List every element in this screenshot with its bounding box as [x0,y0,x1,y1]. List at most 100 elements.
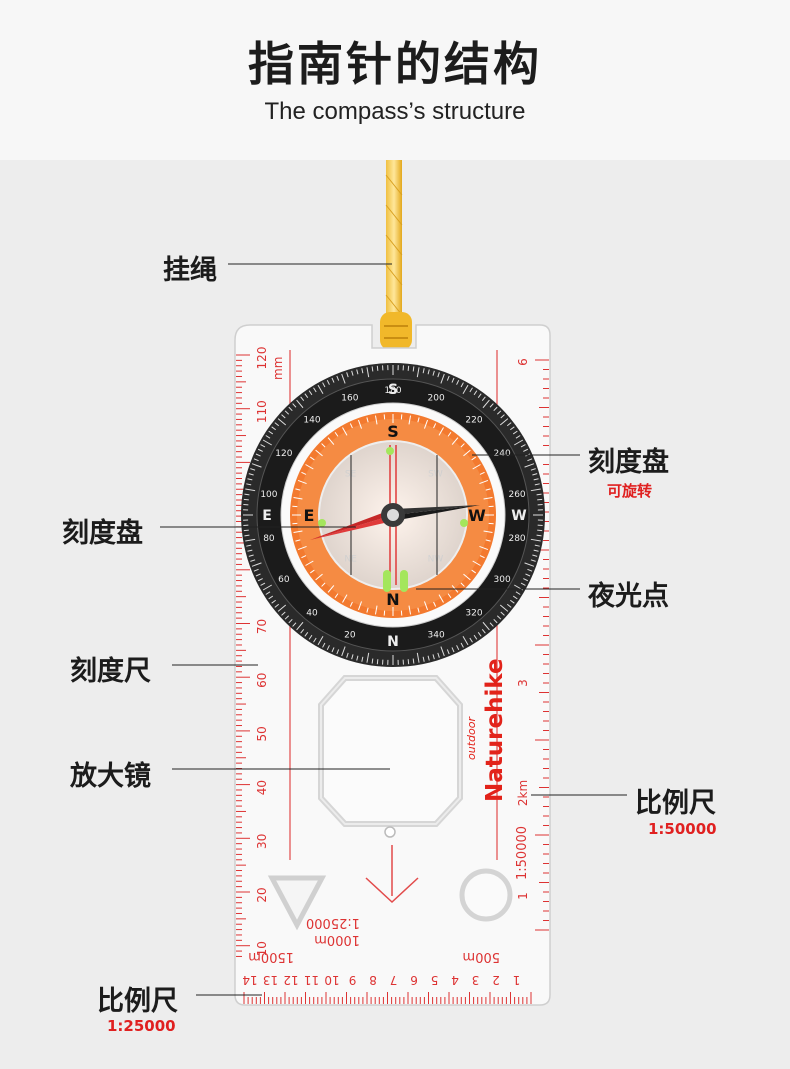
inner-tick [321,443,326,448]
callout-dial-right-note: 可旋转 [607,482,653,500]
bezel-tick [523,578,529,582]
inner-letter: S [387,422,399,441]
bezel-tick [481,628,486,634]
bezel-number: 320 [465,609,482,619]
callout-magnifier: 放大镜 [70,761,151,792]
bezel-tick [265,435,271,439]
bezel-tick [244,534,250,537]
bezel-letter: E [262,508,272,524]
inner-tick [417,417,420,423]
bottom-label: 13 [263,973,278,987]
bezel-number: 160 [341,394,358,404]
inner-tick [417,607,420,613]
inner-tick [305,464,314,470]
bezel-tick [532,554,538,557]
bottom-label: 14 [242,973,257,987]
inner-tick [309,569,315,574]
bezel-number: 140 [303,415,320,425]
bottom-label: 10 [324,973,339,987]
bezel-tick [407,365,410,371]
bezel-number: 220 [465,415,482,425]
bezel-number: 80 [263,534,275,544]
callout-scale-right-note: 1:50000 [648,820,717,838]
bezel-tick [265,591,271,595]
bezel-tick [260,582,266,586]
mm-unit-label: mm [271,357,285,380]
bezel-tick [277,604,287,612]
inner-tick [472,464,481,470]
bezel-tick [534,483,540,486]
mm-label: 20 [255,887,269,902]
bezel-tick [416,367,420,378]
bezel-tick [473,390,478,396]
bezel-tick [481,396,486,402]
mm-ruler [236,354,250,957]
bezel-tick [245,488,256,492]
inner-tick [315,449,323,457]
bezel-tick [268,430,274,435]
bezel-tick [250,468,256,471]
bottom-label: 8 [369,973,377,987]
inner-tick [327,585,335,593]
bezel-tick [271,426,276,431]
bezel-tick [313,637,317,643]
bezel-tick [322,382,326,388]
bezel-tick [534,544,540,547]
bezel-tick [247,478,253,481]
bezel-tick [520,582,526,586]
bezel-tick [422,368,425,374]
bottom-label: 1 [513,973,521,987]
inner-tick [423,419,429,429]
mm-label: 50 [255,726,269,741]
inner-tick [366,417,369,423]
bezel-tick [515,435,521,439]
bezel-tick [510,426,515,431]
callout-scale-bottom: 比例尺 [97,986,178,1017]
mm-label: 30 [255,834,269,849]
scale-label: 6 [516,358,530,366]
bezel-tick [255,453,261,457]
bezel-tick [366,652,370,663]
bezel-tick [243,529,249,532]
inner-tick [463,573,471,581]
inner-tick [295,488,301,491]
bezel-tick [253,458,259,462]
bezel-number: 260 [508,490,525,500]
bezel-tick [530,468,536,471]
bezel-number: 240 [494,449,511,459]
scale-50000-ruler [535,359,549,931]
bezel-number: 120 [275,449,292,459]
bezel-tick [253,568,259,572]
bezel-tick [536,493,542,496]
mm-label: 10 [255,941,269,956]
bezel-letter: N [387,634,399,650]
bottom-label: 7 [390,973,398,987]
bezel-tick [482,399,490,409]
bezel-tick [533,478,539,481]
inner-tick [438,427,444,436]
bezel-tick [469,387,473,393]
bezel-tick [432,654,435,660]
inner-tick [451,437,459,445]
bezel-tick [477,393,482,398]
bezel-tick [304,393,309,398]
bezel-number: 180 [384,386,401,396]
inner-tick [408,605,412,615]
bezel-tick [446,375,450,381]
bottom-label: 4 [451,973,459,987]
inner-tick [485,539,491,542]
bezel-tick [527,458,533,462]
brand-logo: Naturehike [482,658,508,802]
bezel-tick [500,414,505,419]
bezel-tick [248,473,254,476]
inner-tick [374,415,378,425]
bottom-label: 6 [410,973,418,987]
bezel-tick [524,463,535,468]
bezel-tick [512,430,518,435]
bezel-tick [281,611,286,616]
bezel-tick [296,621,304,631]
bezel-tick [462,384,469,395]
bezel-tick [288,406,293,412]
bezel-tick [506,422,512,427]
bezel-tick [274,603,280,608]
